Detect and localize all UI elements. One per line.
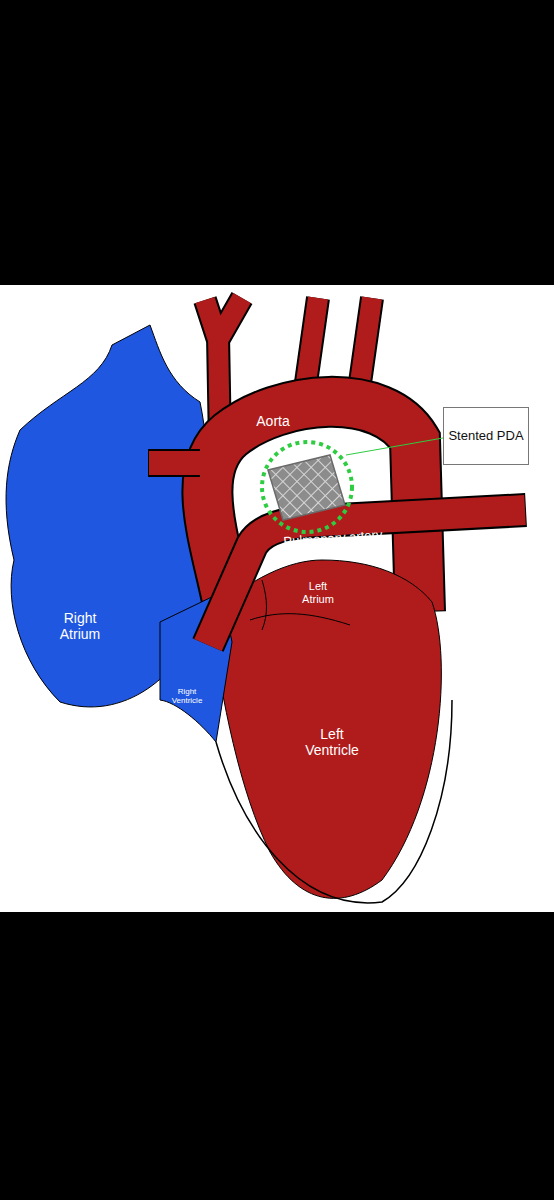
highlight-circle (262, 442, 352, 532)
callout-text: Stented PDA (448, 428, 523, 444)
pulmonary-stub-outline (148, 449, 200, 477)
heart-outline (216, 700, 452, 903)
pulmonary-artery-shape (208, 510, 525, 645)
part-label: Pulmonary artery (283, 528, 383, 550)
chamber-lines (250, 580, 350, 630)
node-body: Stented PDA (448, 428, 523, 444)
part-label: Right Atrium (50, 610, 110, 642)
top-band (0, 0, 554, 285)
part-label: Left Atrium (295, 580, 341, 605)
part-label: Aorta (233, 413, 313, 429)
stent-symbol (268, 455, 345, 520)
left-heart-shape (210, 560, 441, 898)
part-label: Left Ventricle (297, 726, 367, 758)
leader-line (346, 438, 443, 455)
pulmonary-artery-outline (208, 510, 526, 645)
callout-box: Stented PDA (443, 407, 529, 465)
part-label: Right Ventricle (167, 687, 207, 705)
pulmonary-stub (149, 451, 200, 475)
bottom-band (0, 912, 554, 1200)
